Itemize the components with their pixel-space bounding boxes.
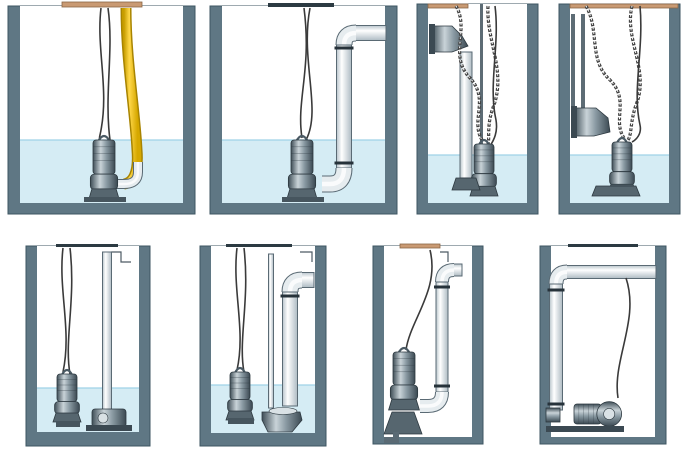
- pump-volute: [89, 173, 119, 191]
- pump-feet: [56, 421, 80, 427]
- power-cable: [405, 249, 433, 351]
- submersible-pump: [88, 134, 120, 201]
- base-coupling: [86, 408, 132, 431]
- lifting-chain: [486, 5, 500, 145]
- cover-slot: [268, 3, 334, 7]
- guide-rail: [480, 4, 483, 172]
- cover-plate: [61, 1, 143, 8]
- cover-slot: [226, 244, 292, 247]
- horizontal-pump: [573, 401, 622, 427]
- pump-motor: [92, 139, 116, 175]
- pump-motor: [56, 373, 78, 402]
- power-cable: [616, 277, 631, 399]
- cover-slot: [56, 244, 118, 247]
- pump-stand: [388, 398, 420, 411]
- pump-volute: [227, 399, 253, 413]
- pipe-flange: [547, 402, 565, 406]
- pump-motor: [290, 139, 314, 175]
- pump-feet: [84, 197, 126, 202]
- pipe-flange: [434, 384, 450, 388]
- submersible-pump: [225, 366, 255, 421]
- wet-pit-guide-rail-side-mounted: [558, 3, 681, 215]
- coupling-body: [91, 408, 127, 428]
- pump-feet: [228, 418, 254, 424]
- coupling-base: [86, 425, 132, 431]
- cover-slot: [568, 244, 638, 247]
- pipe-flange: [434, 285, 450, 289]
- pump-motor: [392, 351, 416, 386]
- discharge-pipe: [336, 44, 352, 169]
- elbow-stand-body: [261, 411, 303, 433]
- dry-pit-horizontal-installation: [539, 244, 667, 445]
- lifting-chain: [454, 5, 484, 141]
- discharge-elbow-stand: [261, 407, 303, 433]
- power-cable: [235, 247, 241, 371]
- pump-volute: [389, 384, 419, 401]
- pump-baseplate: [546, 426, 624, 432]
- discharge-pipe: [268, 253, 274, 409]
- discharge-pipe: [299, 272, 315, 288]
- power-cable: [489, 5, 498, 147]
- pipe-flange: [547, 288, 565, 292]
- power-cable: [107, 7, 111, 141]
- pump-motor: [611, 141, 633, 173]
- wet-pit-with-discharge-elbow-stand: [199, 244, 327, 447]
- suction-stand: [383, 411, 423, 435]
- guide-rail: [581, 14, 585, 132]
- discharge-pipe: [353, 25, 387, 41]
- cover-plate: [569, 3, 679, 9]
- access-ledge: [440, 251, 449, 262]
- base-elbow: [451, 177, 481, 191]
- pump-feet: [282, 197, 324, 202]
- pipe-flange: [334, 46, 354, 50]
- suction-pipe: [384, 432, 399, 443]
- pump-volute: [287, 173, 317, 191]
- power-cable: [305, 7, 313, 141]
- pump-motor: [229, 371, 251, 400]
- discharge-pipe: [564, 265, 657, 279]
- elbow-stand-flange: [268, 407, 298, 415]
- pump-volute: [54, 401, 80, 415]
- submersible-pump: [469, 138, 499, 197]
- suction-inlet: [545, 407, 561, 423]
- portable-wet-pit-with-rigid-riser: [209, 3, 398, 215]
- cover-plate: [399, 243, 441, 249]
- wall-bracket: [429, 24, 435, 54]
- power-cable: [631, 5, 642, 143]
- water: [211, 385, 315, 433]
- portable-wet-pit-with-hose: [7, 1, 196, 215]
- wall-bracket: [571, 106, 577, 138]
- access-ledge: [300, 251, 313, 262]
- discharge-pipe: [282, 291, 298, 407]
- power-cable: [61, 247, 67, 373]
- discharge-pipe: [549, 283, 563, 411]
- floor-base: [591, 185, 641, 197]
- submersible-pump: [388, 346, 420, 411]
- wet-pit-guide-rail-auto-coupling: [416, 3, 539, 215]
- coupling-port: [97, 412, 109, 424]
- guide-rail: [571, 14, 575, 132]
- discharge-pipe: [102, 251, 112, 413]
- power-cable: [299, 7, 308, 139]
- power-cable: [67, 247, 73, 375]
- discharge-pipe: [435, 281, 449, 393]
- pump-stand: [52, 412, 82, 423]
- submersible-pump: [286, 134, 318, 201]
- wet-pit-with-floor-base-coupling: [25, 244, 151, 447]
- pipe-flange: [334, 161, 354, 165]
- cover-plate: [427, 3, 469, 9]
- discharge-pipe: [459, 51, 473, 179]
- power-cable: [241, 247, 247, 373]
- pump-volute: [609, 171, 635, 186]
- submersible-pump: [52, 368, 82, 423]
- dry-pit-vertical-installation: [372, 243, 484, 445]
- pump-motor: [473, 143, 495, 175]
- lifting-chain: [626, 5, 642, 141]
- access-ledge: [111, 251, 131, 263]
- pipe-flange: [280, 294, 300, 298]
